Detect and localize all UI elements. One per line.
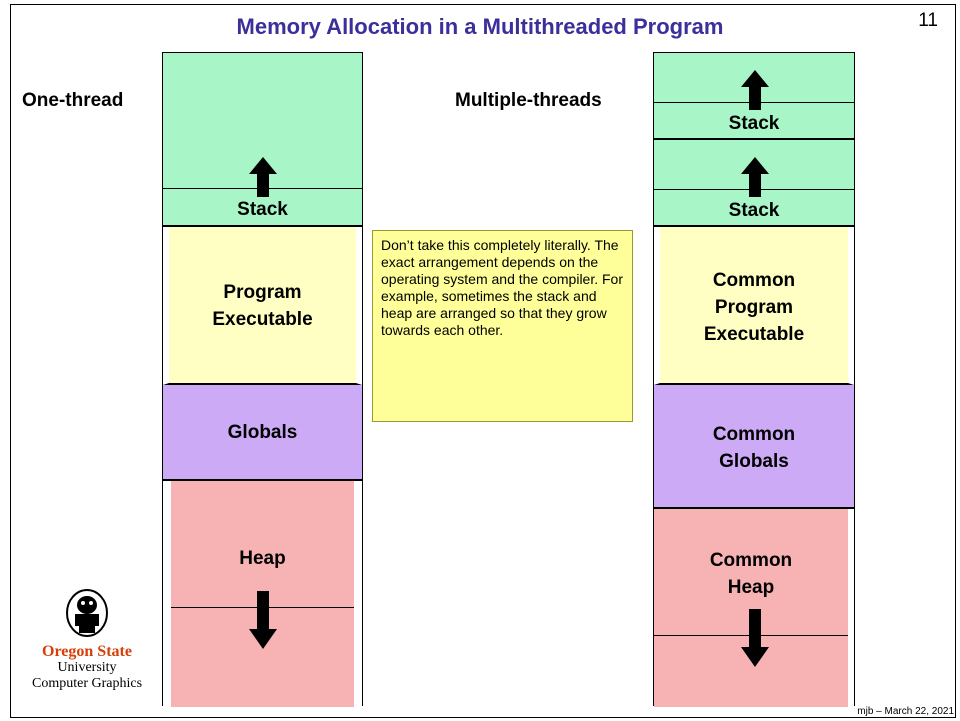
multi-thread-memory-column: Stack Stack Common Program Executable Co… [653,52,855,707]
stack-segment: Stack [163,53,362,227]
heap-grow-down-arrow [249,591,277,649]
stack-label: Stack [237,199,288,220]
slide-number: 11 [918,10,938,31]
slide-title: Memory Allocation in a Multithreaded Pro… [236,14,724,39]
program-label: Program [223,282,302,303]
heap-segment: Heap [163,481,362,707]
common-heap-label-line-2: Heap [727,577,775,598]
stack-1-label: Stack [728,113,780,134]
program-executable-segment: Program Executable [163,227,362,385]
stack-2-label: Stack [728,200,780,221]
university-name: Oregon State [42,643,132,660]
one-thread-label: One-thread [22,90,124,111]
stack-1-grow-up-arrow [741,70,769,110]
stack-segment-thread-1: Stack [654,53,854,140]
caveat-note: Don’t take this completely literally. Th… [372,230,633,422]
stack-segment-thread-2: Stack [654,140,854,227]
one-thread-memory-column: Stack Program Executable Globals Heap [162,52,363,707]
university-label: University [57,660,117,675]
common-heap-segment: Common Heap [654,509,854,707]
common-heap-grow-down-arrow [741,609,769,667]
globals-label: Globals [227,422,298,443]
common-program-label-line-1: Common [712,270,796,291]
common-program-label-line-2: Program [714,297,794,318]
common-globals-segment: Common Globals [654,385,854,509]
globals-segment: Globals [163,385,362,481]
common-globals-label-line-2: Globals [719,451,789,472]
common-program-executable-segment: Common Program Executable [654,227,854,385]
slide-frame [10,4,956,718]
multiple-threads-label: Multiple-threads [455,90,602,111]
department-label: Computer Graphics [31,676,143,691]
stack-2-grow-up-arrow [741,157,769,197]
stack-grow-up-arrow [249,157,277,197]
footer-credit: mjb – March 22, 2021 [857,706,954,717]
common-globals-label-line-1: Common [712,424,796,445]
heap-label: Heap [239,548,286,569]
osu-logo: Oregon State University Computer Graphic… [20,588,154,708]
common-heap-label-line-1: Common [709,550,793,571]
executable-label: Executable [212,309,313,330]
common-program-label-line-3: Executable [703,324,805,345]
beaver-seal-icon [66,589,108,637]
